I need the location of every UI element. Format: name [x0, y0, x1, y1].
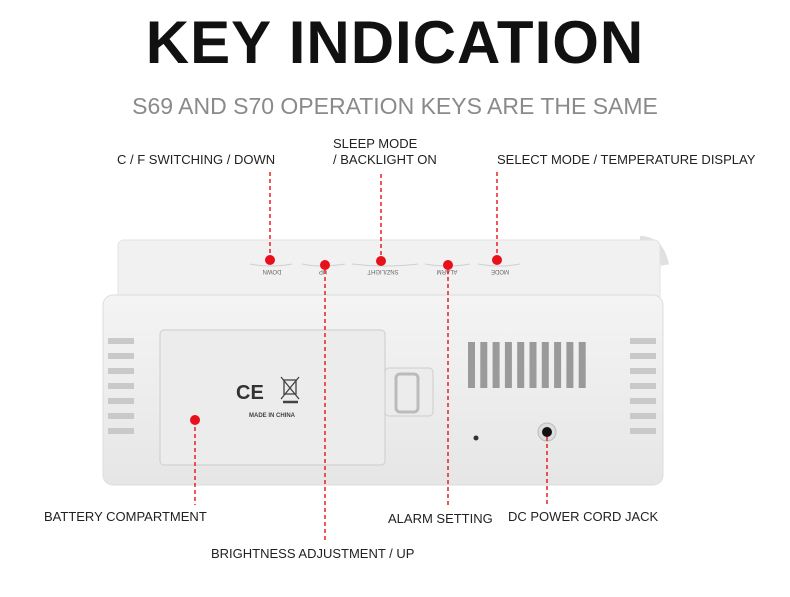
weee-bin-icon	[280, 376, 300, 404]
vent-slot	[108, 383, 134, 389]
callout-brightness: BRIGHTNESS ADJUSTMENT / UP	[211, 546, 415, 561]
battery-cover[interactable]	[159, 329, 386, 466]
grille-slot	[517, 342, 525, 388]
vent-slot	[108, 398, 134, 404]
grille-slot	[480, 342, 488, 388]
vent-slot	[630, 383, 656, 389]
vent-slot	[630, 353, 656, 359]
reset-hole	[473, 435, 479, 441]
vent-slot	[630, 368, 656, 374]
made-in-china: MADE IN CHINA	[249, 413, 296, 419]
callout-sleep-line1: SLEEP MODE	[333, 136, 418, 151]
grille-slot	[529, 342, 537, 388]
callout-lines	[194, 172, 548, 540]
key-up[interactable]: UP	[319, 268, 327, 274]
grille-slot	[578, 342, 586, 388]
key-mode[interactable]: MODE	[491, 268, 509, 274]
grille-slot	[492, 342, 500, 388]
callout-sleep-line2: / BACKLIGHT ON	[333, 152, 437, 167]
vent-slot	[108, 413, 134, 419]
page-subtitle: S69 AND S70 OPERATION KEYS ARE THE SAME	[132, 93, 658, 119]
key-snz-light[interactable]: SNZ/LIGHT	[367, 268, 399, 274]
vent-slot	[630, 398, 656, 404]
ce-mark: CE	[236, 382, 264, 404]
grille-slot	[566, 342, 574, 388]
key-labels: DOWN UP SNZ/LIGHT ALARM MODE	[263, 268, 510, 274]
page-title: KEY INDICATION	[145, 9, 645, 76]
vent-slot	[108, 368, 134, 374]
vent-slot	[108, 353, 134, 359]
grille-slot	[541, 342, 549, 388]
vent-slot	[108, 428, 134, 434]
vent-slot	[108, 338, 134, 344]
grille-slot	[468, 342, 475, 388]
key-alarm[interactable]: ALARM	[437, 268, 458, 274]
callout-cf-switching: C / F SWITCHING / DOWN	[117, 152, 276, 167]
grille-slot	[554, 342, 562, 388]
callout-dc-jack: DC POWER CORD JACK	[508, 509, 659, 524]
vent-slot	[630, 413, 656, 419]
vent-slot	[630, 428, 656, 434]
callout-alarm: ALARM SETTING	[388, 511, 493, 526]
side-vents	[108, 338, 656, 434]
stand-clip	[394, 372, 420, 414]
callout-battery: BATTERY COMPARTMENT	[44, 509, 207, 524]
callout-dots	[190, 255, 502, 425]
callout-select-mode: SELECT MODE / TEMPERATURE DISPLAY	[497, 152, 756, 167]
grille-slot	[504, 342, 512, 388]
key-down[interactable]: DOWN	[263, 268, 282, 274]
speaker-grille	[468, 342, 586, 388]
vent-slot	[630, 338, 656, 344]
